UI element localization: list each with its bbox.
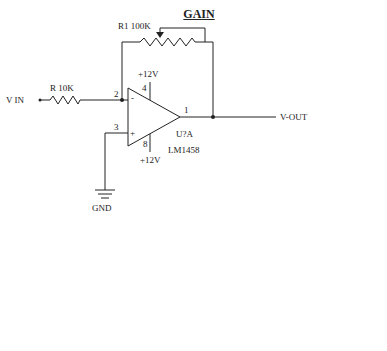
ground-symbol xyxy=(95,190,115,191)
part-label: LM1458 xyxy=(168,146,200,155)
part-label: R 10K xyxy=(50,84,74,93)
signal-name: V-OUT xyxy=(280,113,307,122)
output-wire xyxy=(180,117,276,118)
opamp-symbol xyxy=(128,88,180,146)
supply-label: +12V xyxy=(138,70,159,79)
resistor-symbol xyxy=(140,38,195,46)
pin-number: 4 xyxy=(142,84,147,93)
signal-name: V IN xyxy=(6,96,24,105)
feedback-wire xyxy=(122,42,140,100)
supply-label: +12V xyxy=(140,156,161,165)
ground-wire xyxy=(105,133,128,190)
junction-dot xyxy=(211,115,215,119)
pin-number: 1 xyxy=(184,106,189,115)
wiper-arrow xyxy=(156,32,164,38)
pin-number: 8 xyxy=(143,140,148,149)
wiper-wire xyxy=(160,28,205,42)
pin-number: 3 xyxy=(114,123,119,132)
part-label: U?A xyxy=(176,130,193,139)
supply-pin xyxy=(150,82,151,100)
feedback-wire xyxy=(195,42,213,117)
ground-symbol xyxy=(101,198,109,199)
pin-sign: + xyxy=(130,129,135,138)
diagram-title: GAIN xyxy=(183,8,214,20)
junction-dot xyxy=(120,98,124,102)
pin-sign: - xyxy=(131,94,134,103)
resistor-symbol xyxy=(50,96,80,104)
pin-number: 2 xyxy=(114,90,119,99)
ground-label: GND xyxy=(92,204,112,213)
input-terminal xyxy=(39,99,42,102)
supply-pin xyxy=(150,134,151,152)
part-label: R1 100K xyxy=(118,22,151,31)
ground-symbol xyxy=(98,194,112,195)
